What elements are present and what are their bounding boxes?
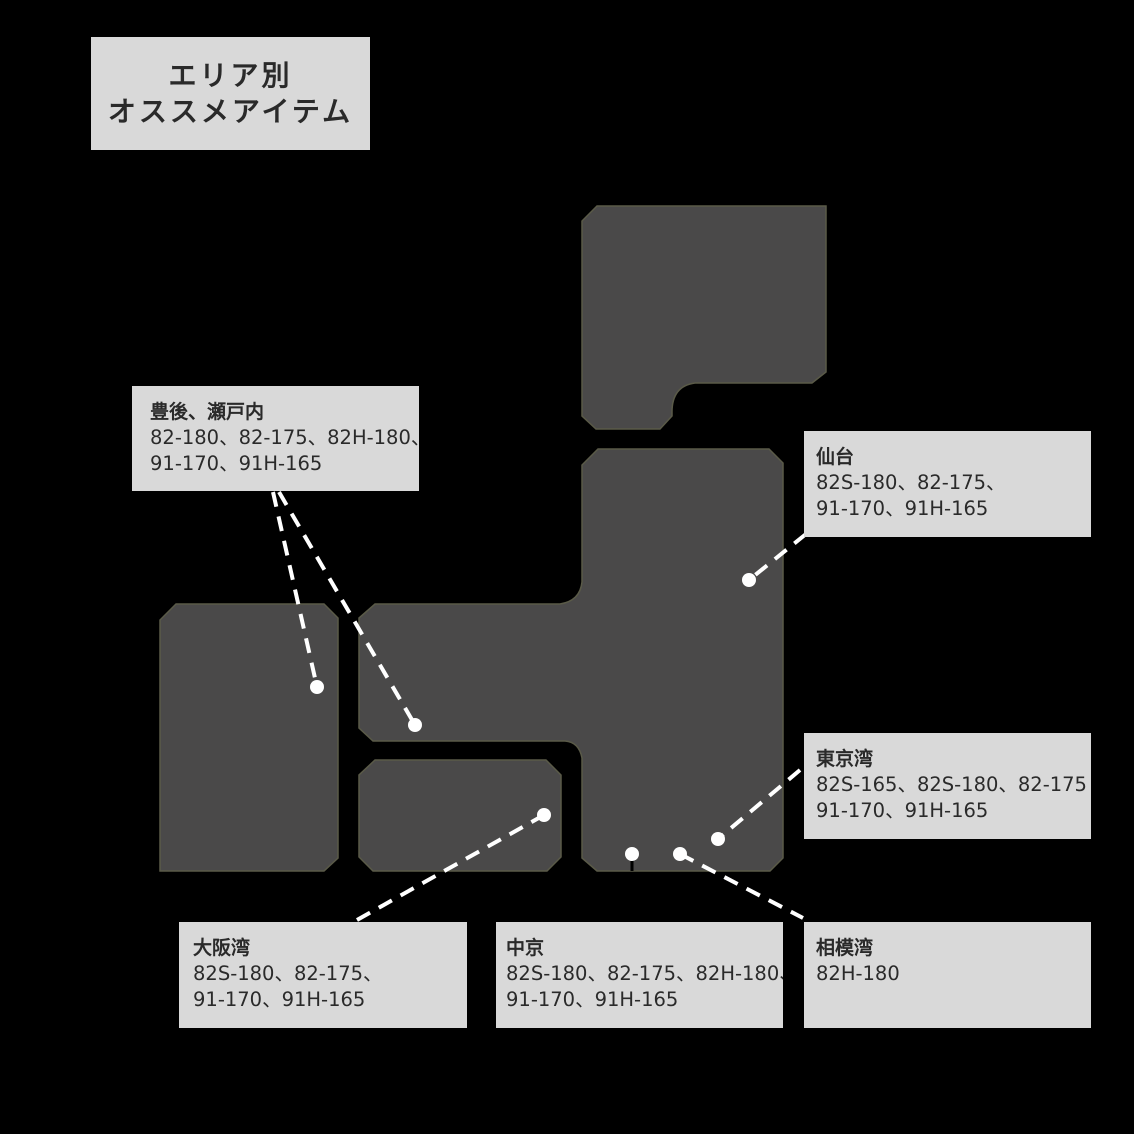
title-line-1: エリア別 <box>168 58 293 92</box>
marker-dot-kyushu <box>310 680 324 694</box>
items-line-2: 91-170、91H-165 <box>816 798 989 822</box>
region-hokkaido <box>581 205 827 430</box>
items-line-2: 91-170、91H-165 <box>506 987 679 1011</box>
items-line-2: 91-170、91H-165 <box>816 496 989 520</box>
marker-dot-sendai <box>742 573 756 587</box>
region-honshu <box>358 448 784 872</box>
items-line-2: 91-170、91H-165 <box>150 451 323 475</box>
label-tokyo-bay: 東京湾 82S-165、82S-180、82-175 91-170、91H-16… <box>804 733 1091 839</box>
items-line-1: 82S-180、82-175、 <box>816 471 1006 494</box>
area-name: 豊後、瀬戸内 <box>150 401 265 423</box>
marker-dot-osaka <box>537 808 551 822</box>
region-kyushu <box>159 603 339 872</box>
area-name: 仙台 <box>816 446 855 468</box>
leader-line-bungo-setouchi <box>277 490 417 727</box>
area-name: 大阪湾 <box>193 937 251 959</box>
area-name: 中京 <box>506 937 545 959</box>
label-chukyo: 中京 82S-180、82-175、82H-180、 91-170、91H-16… <box>496 922 783 1028</box>
label-osaka-bay: 大阪湾 82S-180、82-175、 91-170、91H-165 <box>179 922 467 1028</box>
label-sagami-bay: 相模湾 82H-180 <box>804 922 1091 1028</box>
title-line-2: オススメアイテム <box>107 94 354 128</box>
marker-dot-setouchi <box>408 718 422 732</box>
leader-line-osaka <box>356 813 545 922</box>
area-name: 相模湾 <box>816 937 874 959</box>
leader-line-tokyo <box>716 768 802 841</box>
marker-dot-tokyo <box>711 832 725 846</box>
page-title: エリア別 オススメアイテム <box>91 37 370 150</box>
items-line-1: 82S-180、82-175、82H-180、 <box>506 962 783 985</box>
marker-dot-chukyo <box>625 847 639 861</box>
items-line-1: 82-180、82-175、82H-180、 <box>150 426 419 449</box>
area-name: 東京湾 <box>816 748 874 770</box>
marker-dot-sagami <box>673 847 687 861</box>
leader-line-bungo-kyushu <box>271 491 319 688</box>
items-line-1: 82S-165、82S-180、82-175 <box>816 773 1087 796</box>
label-sendai: 仙台 82S-180、82-175、 91-170、91H-165 <box>804 431 1091 537</box>
leader-line-sendai <box>747 532 808 582</box>
items-line-2: 91-170、91H-165 <box>193 987 366 1011</box>
items-line-1: 82S-180、82-175、 <box>193 962 383 985</box>
items-line-1: 82H-180 <box>816 962 900 985</box>
region-shikoku <box>358 759 562 872</box>
label-bungo-setouchi: 豊後、瀬戸内 82-180、82-175、82H-180、 91-170、91H… <box>132 386 419 491</box>
